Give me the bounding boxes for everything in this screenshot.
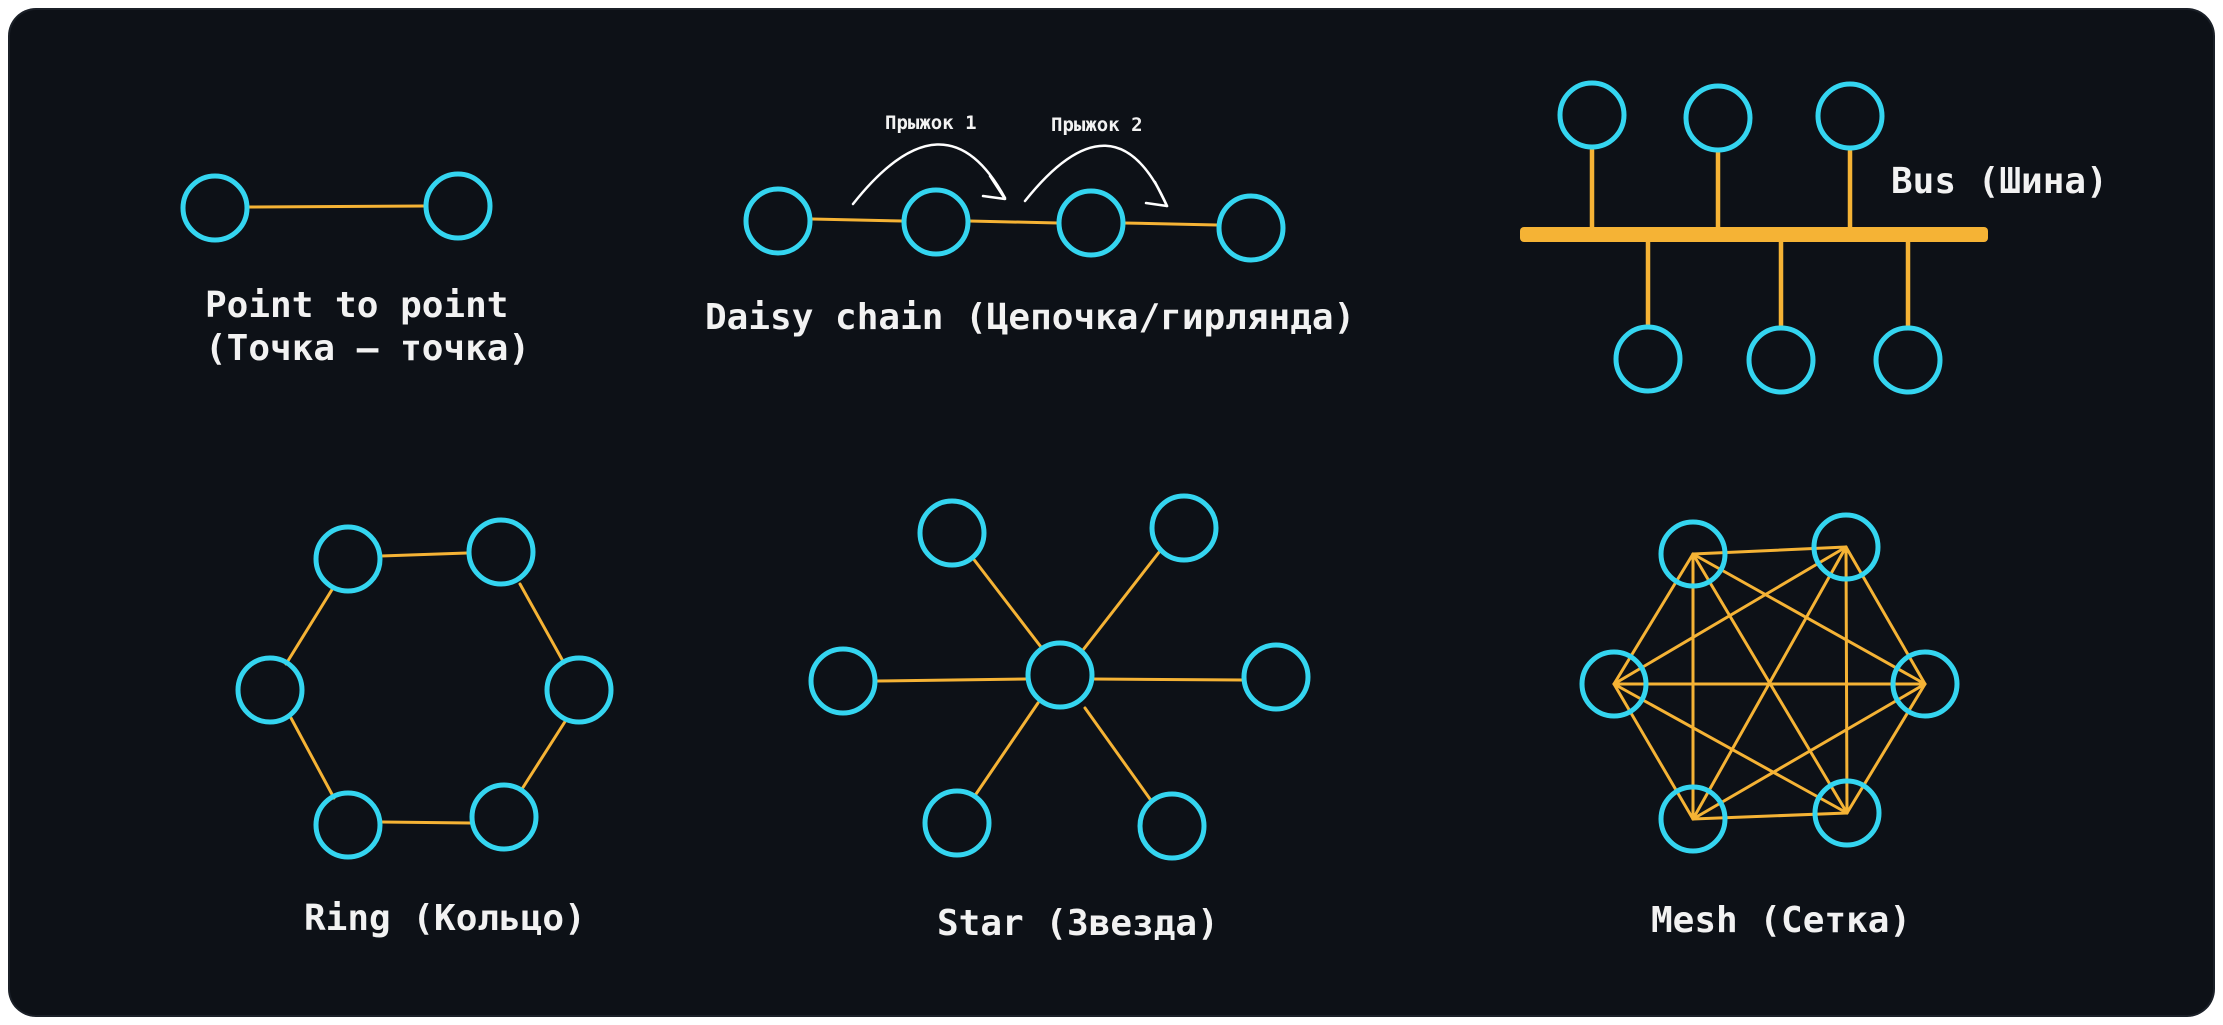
link bbox=[380, 820, 472, 825]
hop-2-arrowhead bbox=[1144, 180, 1169, 208]
mesh-label: Mesh (Сетка) bbox=[1651, 900, 1911, 941]
node bbox=[1557, 80, 1627, 150]
node bbox=[469, 782, 539, 852]
node bbox=[1025, 640, 1095, 710]
node bbox=[901, 187, 971, 257]
ring-label: Ring (Кольцо) bbox=[304, 898, 586, 939]
link bbox=[1612, 552, 1695, 686]
node bbox=[1216, 193, 1286, 263]
node bbox=[1683, 83, 1753, 153]
node bbox=[1658, 784, 1728, 854]
link bbox=[1612, 545, 1848, 686]
link bbox=[1612, 682, 1849, 815]
link bbox=[1844, 545, 1927, 686]
link bbox=[875, 677, 1028, 683]
link bbox=[284, 586, 335, 666]
link bbox=[379, 551, 469, 558]
node bbox=[1890, 649, 1960, 719]
star-label: Star (Звезда) bbox=[937, 903, 1219, 944]
link bbox=[1845, 682, 1927, 815]
hop-2-label: Прыжок 2 bbox=[1051, 114, 1143, 136]
node bbox=[917, 498, 987, 568]
hop-1-arrowhead bbox=[981, 174, 1007, 201]
ring-group: Ring (Кольцо) bbox=[235, 517, 614, 939]
daisy-chain-group: Прыжок 1 Прыжок 2 Daisy chain (Цепочка/г… bbox=[705, 112, 1355, 338]
node bbox=[1658, 519, 1728, 589]
link bbox=[967, 219, 1060, 225]
node bbox=[1056, 188, 1126, 258]
bus-label: Bus (Шина) bbox=[1891, 161, 2108, 202]
link bbox=[520, 718, 568, 791]
node bbox=[743, 186, 813, 256]
hop-2-arrow bbox=[1023, 144, 1169, 208]
node bbox=[544, 655, 614, 725]
node bbox=[1873, 325, 1943, 395]
link bbox=[1844, 545, 1849, 815]
node bbox=[1613, 324, 1683, 394]
node bbox=[466, 517, 536, 587]
hop-1-arrow bbox=[851, 143, 1007, 206]
star-group: Star (Звезда) bbox=[808, 493, 1311, 944]
mesh-group: Mesh (Сетка) bbox=[1579, 512, 1960, 941]
link bbox=[1691, 682, 1927, 821]
node bbox=[1137, 791, 1207, 861]
link bbox=[1122, 221, 1219, 227]
point-to-point-sublabel: (Точка – точка) bbox=[205, 328, 530, 369]
node bbox=[922, 788, 992, 858]
node bbox=[1812, 778, 1882, 848]
link bbox=[1091, 677, 1245, 682]
link bbox=[1691, 545, 1848, 556]
point-to-point-group: Point to point (Точка – точка) bbox=[180, 171, 530, 369]
node bbox=[1811, 512, 1881, 582]
daisy-chain-label: Daisy chain (Цепочка/гирлянда) bbox=[705, 297, 1355, 338]
point-to-point-label: Point to point bbox=[205, 285, 508, 326]
node bbox=[235, 655, 305, 725]
node bbox=[423, 171, 493, 241]
link bbox=[970, 555, 1043, 649]
node bbox=[1746, 325, 1816, 395]
link bbox=[810, 217, 904, 223]
link bbox=[245, 204, 426, 209]
link bbox=[518, 582, 566, 665]
node bbox=[180, 173, 250, 243]
link bbox=[1691, 552, 1927, 686]
node bbox=[313, 790, 383, 860]
node bbox=[808, 646, 878, 716]
mesh-links bbox=[1612, 545, 1927, 821]
node bbox=[1149, 493, 1219, 563]
link bbox=[972, 701, 1040, 799]
diagram-canvas: Point to point (Точка – точка) Прыжок 1 … bbox=[10, 10, 2213, 1015]
node bbox=[1241, 642, 1311, 712]
link bbox=[1612, 682, 1695, 821]
node bbox=[1815, 81, 1885, 151]
link bbox=[289, 716, 336, 800]
hop-1-label: Прыжок 1 bbox=[885, 112, 977, 134]
node bbox=[313, 524, 383, 594]
bus-line bbox=[1520, 227, 1988, 242]
link bbox=[1691, 811, 1849, 821]
link bbox=[1083, 706, 1152, 801]
topology-diagram: Point to point (Точка – точка) Прыжок 1 … bbox=[180, 80, 2108, 944]
node bbox=[1579, 649, 1649, 719]
bus-group: Bus (Шина) bbox=[1520, 80, 2108, 395]
link bbox=[1081, 549, 1162, 652]
